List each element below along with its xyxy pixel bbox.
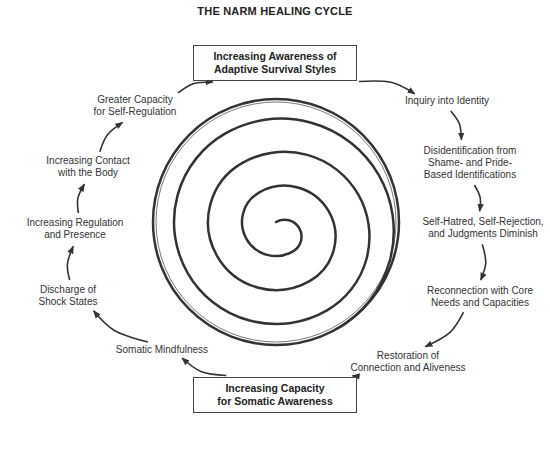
node-text: Discharge of Shock States — [28, 284, 108, 308]
stage-box: Increasing Awareness of Adaptive Surviva… — [193, 45, 357, 81]
step-label: Reconnection with Core Needs and Capacit… — [413, 285, 548, 309]
step-label: Discharge of Shock States — [28, 284, 108, 308]
cycle-arrow — [481, 244, 486, 280]
node-text: Self-Hatred, Self-Rejection, and Judgmen… — [416, 216, 550, 240]
step-label: Increasing Contact with the Body — [38, 155, 138, 179]
cycle-arrow — [100, 122, 123, 151]
node-text: Disidentification from Shame- and Pride-… — [408, 145, 533, 182]
step-label: Restoration of Connection and Aliveness — [343, 350, 473, 374]
step-label: Inquiry into Identity — [392, 95, 502, 107]
node-text: Somatic Mindfulness — [107, 344, 217, 356]
node-text: Reconnection with Core Needs and Capacit… — [413, 285, 548, 309]
step-label: Increasing Regulation and Presence — [15, 217, 135, 241]
cycle-arrow — [178, 82, 213, 93]
stage-box: Increasing Capacity for Somatic Awarenes… — [193, 377, 357, 413]
node-text: Increasing Capacity for Somatic Awarenes… — [200, 382, 350, 408]
connector-layer — [67, 81, 485, 376]
node-text: Inquiry into Identity — [392, 95, 502, 107]
node-text: Increasing Regulation and Presence — [15, 217, 135, 241]
node-text: Increasing Awareness of Adaptive Surviva… — [200, 50, 350, 76]
cycle-arrow — [359, 81, 415, 94]
node-text: Greater Capacity for Self-Regulation — [85, 94, 185, 118]
step-label: Disidentification from Shame- and Pride-… — [408, 145, 533, 182]
cycle-arrow — [182, 358, 226, 376]
cycle-arrow — [451, 111, 462, 140]
diagram-title: THE NARM HEALING CYCLE — [0, 5, 550, 17]
cycle-arrow — [67, 246, 73, 280]
node-text: Restoration of Connection and Aliveness — [343, 350, 473, 374]
spiral — [137, 77, 435, 379]
cycle-arrow — [474, 185, 480, 211]
cycle-arrow — [77, 184, 84, 213]
step-label: Somatic Mindfulness — [107, 344, 217, 356]
cycle-arrow — [425, 312, 463, 347]
step-label: Greater Capacity for Self-Regulation — [85, 94, 185, 118]
cycle-arrow — [94, 311, 148, 342]
step-label: Self-Hatred, Self-Rejection, and Judgmen… — [416, 216, 550, 240]
node-text: Increasing Contact with the Body — [38, 155, 138, 179]
